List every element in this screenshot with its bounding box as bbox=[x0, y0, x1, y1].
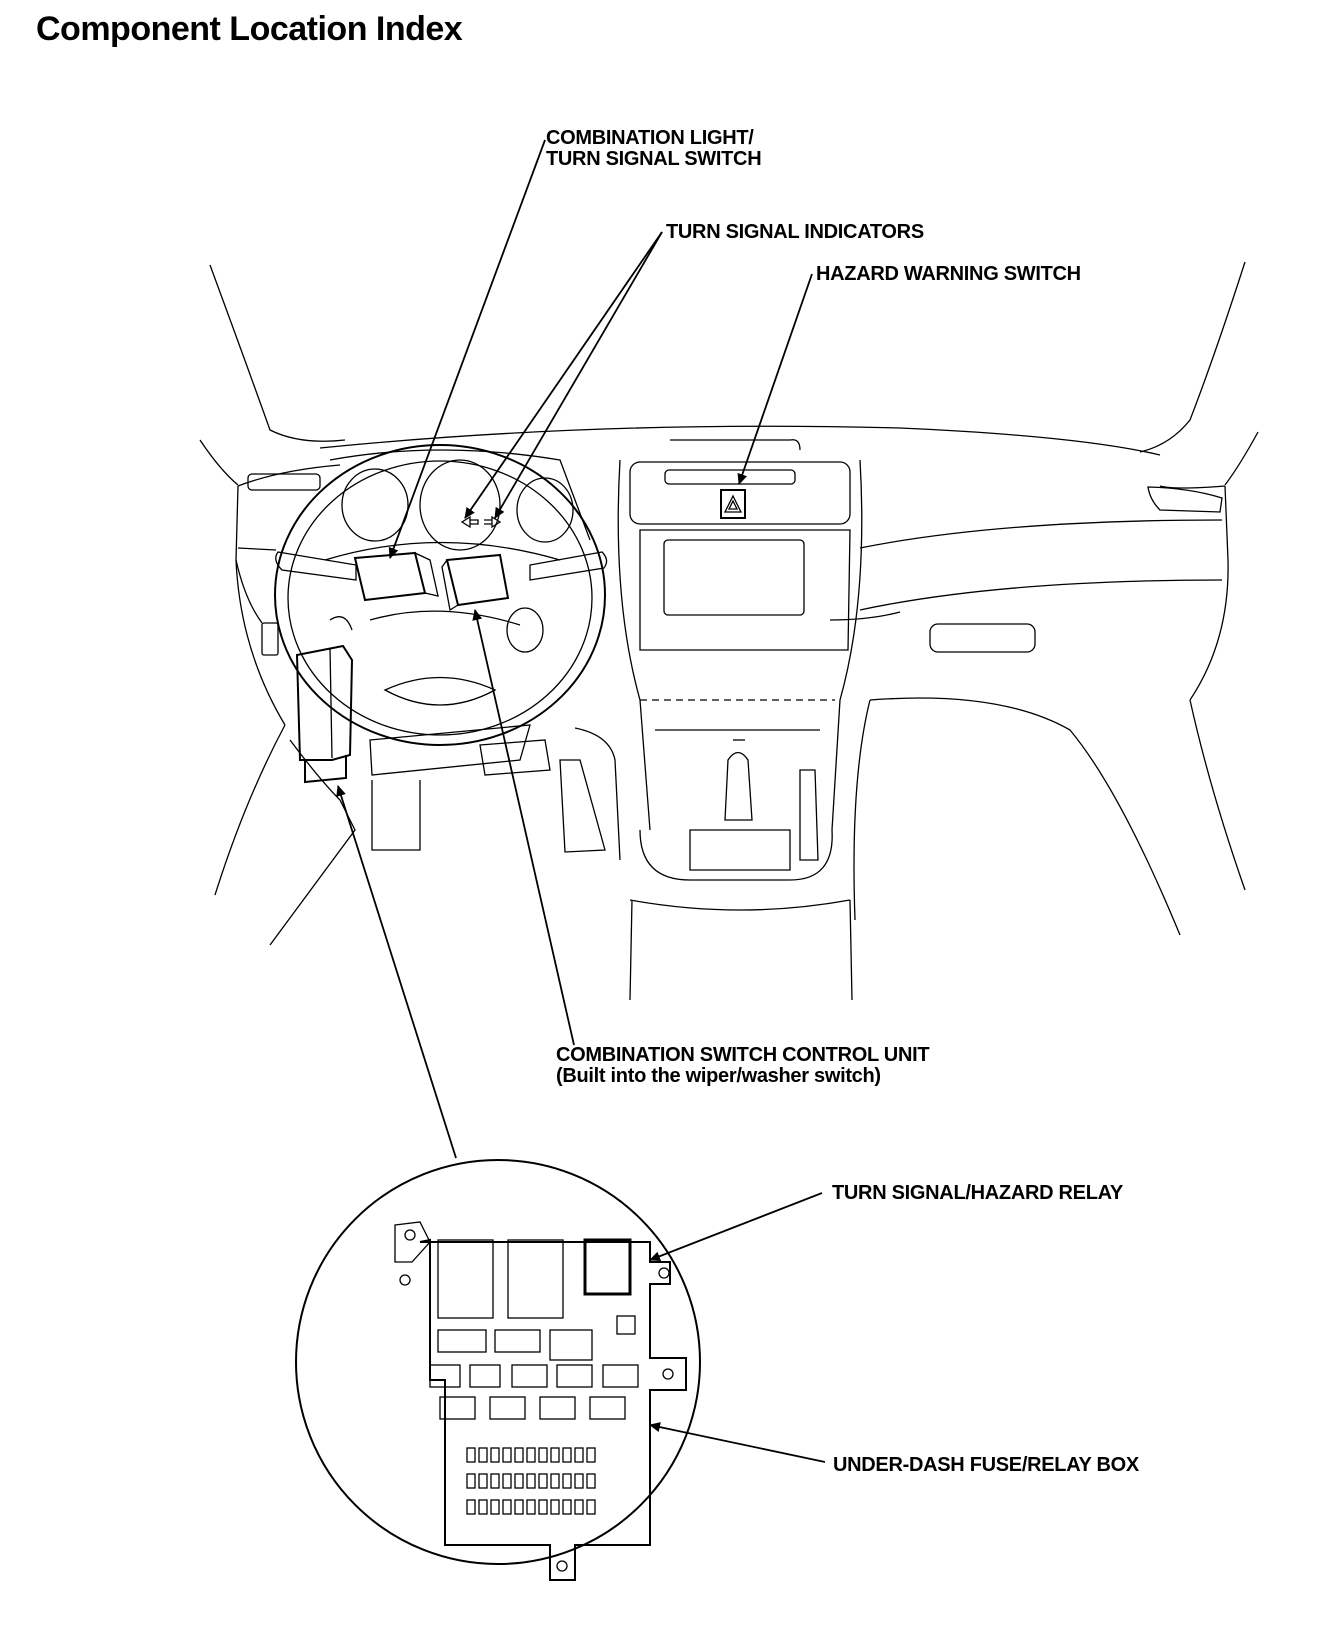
center-console bbox=[617, 439, 863, 1001]
label-turn-signal-indicators: TURN SIGNAL INDICATORS bbox=[666, 221, 924, 243]
label-combination-switch-control-unit: COMBINATION SWITCH CONTROL UNIT (Built i… bbox=[556, 1044, 930, 1087]
fuse-slot bbox=[502, 1473, 512, 1489]
label-turn-signal-hazard-relay: TURN SIGNAL/HAZARD RELAY bbox=[832, 1182, 1123, 1204]
left-arrow-icon bbox=[460, 515, 479, 529]
fuse-slot bbox=[502, 1447, 512, 1463]
fuse-slot bbox=[586, 1499, 596, 1515]
fuse-slot bbox=[538, 1499, 548, 1515]
dashboard-outline bbox=[235, 464, 1229, 726]
fuse-slot bbox=[526, 1473, 536, 1489]
turn-signal-hazard-relay bbox=[583, 1238, 632, 1296]
fuse-slot bbox=[538, 1447, 548, 1463]
fuse-slot bbox=[502, 1499, 512, 1515]
fuse-slot bbox=[538, 1473, 548, 1489]
lower-dash bbox=[214, 697, 1246, 946]
warning-triangle-icon bbox=[723, 494, 743, 513]
fuse-slot bbox=[586, 1473, 596, 1489]
fuse-slot bbox=[526, 1447, 536, 1463]
fuse-slot bbox=[466, 1473, 476, 1489]
fuse-slot bbox=[526, 1499, 536, 1515]
label-combination-light-switch: COMBINATION LIGHT/ TURN SIGNAL SWITCH bbox=[546, 127, 762, 170]
combination-switch-stalks bbox=[275, 551, 608, 612]
fuse-slot bbox=[514, 1473, 524, 1489]
fuse-slot bbox=[490, 1473, 500, 1489]
fuse-box-detail bbox=[295, 1159, 701, 1581]
instrument-cluster bbox=[329, 449, 591, 551]
fuse-slot bbox=[574, 1447, 584, 1463]
hazard-warning-switch bbox=[720, 489, 746, 519]
fuse-slot bbox=[586, 1447, 596, 1463]
right-arrow-icon bbox=[484, 515, 502, 529]
fuse-slot bbox=[490, 1499, 500, 1515]
fuse-slot bbox=[514, 1447, 524, 1463]
fuse-slot bbox=[574, 1473, 584, 1489]
fuse-slot bbox=[562, 1499, 572, 1515]
fuse-slot bbox=[466, 1447, 476, 1463]
label-under-dash-fuse-relay-box: UNDER-DASH FUSE/RELAY BOX bbox=[833, 1454, 1139, 1476]
label-hazard-warning-switch: HAZARD WARNING SWITCH bbox=[816, 263, 1081, 285]
fuse-slot bbox=[478, 1447, 488, 1463]
fuse-slot bbox=[478, 1499, 488, 1515]
windshield-frame bbox=[199, 261, 1259, 486]
fuse-slot bbox=[550, 1473, 560, 1489]
fuse-slot bbox=[490, 1447, 500, 1463]
fuse-slot bbox=[514, 1499, 524, 1515]
leader-lines bbox=[336, 139, 826, 1463]
page-title: Component Location Index bbox=[36, 10, 463, 48]
steering-wheel bbox=[274, 444, 606, 746]
fuse-slot bbox=[562, 1447, 572, 1463]
fuse-grid bbox=[466, 1447, 596, 1515]
fuse-slot bbox=[466, 1499, 476, 1515]
fuse-box-in-car bbox=[295, 644, 354, 784]
fuse-slot bbox=[574, 1499, 584, 1515]
fuse-slot bbox=[550, 1499, 560, 1515]
fuse-slot bbox=[550, 1447, 560, 1463]
fuse-slot bbox=[478, 1473, 488, 1489]
fuse-slot bbox=[562, 1473, 572, 1489]
